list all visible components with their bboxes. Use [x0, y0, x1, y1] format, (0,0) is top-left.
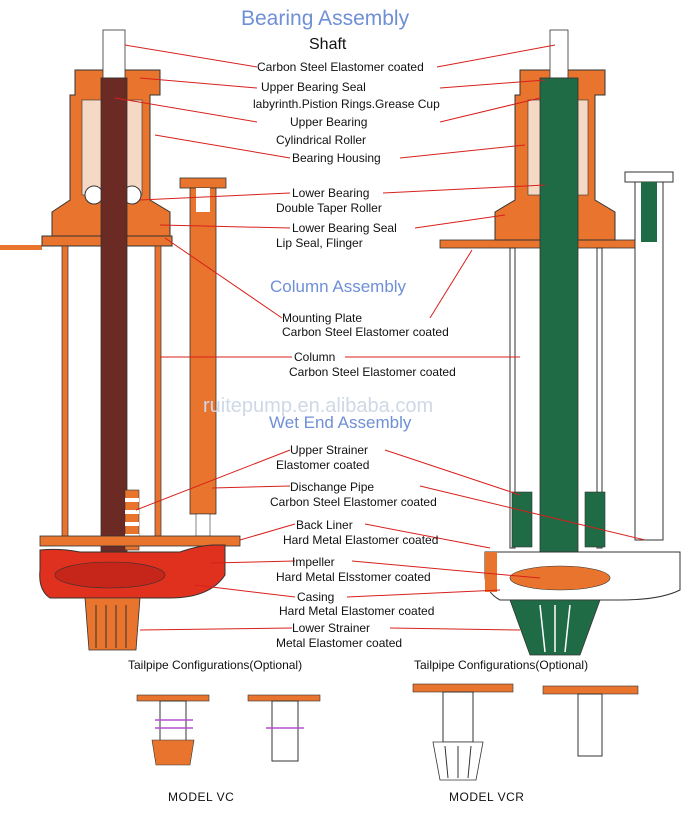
right-pump: [439, 29, 681, 656]
lower-bearing-label: Lower Bearing: [292, 186, 370, 200]
tailpipe-vc-2: [247, 694, 321, 762]
bearing-housing-label: Bearing Housing: [292, 151, 381, 165]
model-vcr-label: MODEL VCR: [449, 790, 525, 804]
bearing-assembly-heading: Bearing Assembly: [241, 7, 410, 30]
left-pump: [0, 29, 241, 651]
mounting-plate-label: Mounting Plate: [282, 311, 363, 325]
watermark: ruitepump.en.alibaba.com: [203, 395, 434, 417]
lower-bearing-detail: Double Taper Roller: [276, 201, 382, 215]
mounting-plate-material: Carbon Steel Elastomer coated: [282, 325, 449, 339]
shaft-material: Carbon Steel Elastomer coated: [257, 60, 424, 74]
back-liner-material: Hard Metal Elastomer coated: [283, 533, 439, 547]
upper-bearing-seal-label: Upper Bearing Seal: [261, 80, 366, 94]
upper-bearing-detail: Cylindrical Roller: [276, 133, 367, 147]
upper-strainer-material: Elastomer coated: [276, 458, 370, 472]
discharge-pipe-material: Carbon Steel Elastomer coated: [270, 495, 437, 509]
column-material: Carbon Steel Elastomer coated: [289, 365, 456, 379]
column-assembly-heading: Column Assembly: [270, 277, 407, 296]
tailpipe-vcr-1: [412, 683, 514, 781]
tailpipe-vc-1: [136, 694, 210, 766]
column-label: Column: [294, 350, 336, 364]
impeller-material: Hard Metal Elsstomer coated: [276, 570, 431, 584]
model-vc-label: MODEL VC: [168, 790, 235, 804]
tailpipe-left-label: Tailpipe Configurations(Optional): [128, 658, 303, 672]
tailpipe-vcr-2: [542, 685, 639, 757]
casing-material: Hard Metal Elastomer coated: [279, 604, 435, 618]
back-liner-label: Back Liner: [296, 518, 353, 532]
discharge-pipe-label: Dischange Pipe: [290, 480, 375, 494]
upper-bearing-label: Upper Bearing: [290, 115, 368, 129]
upper-bearing-seal-detail: labyrinth.Pistion Rings.Grease Cup: [253, 97, 440, 111]
shaft-label: Shaft: [309, 36, 347, 53]
impeller-label: Impeller: [292, 555, 335, 569]
lower-bearing-seal-label: Lower Bearing Seal: [292, 221, 397, 235]
lower-strainer-label: Lower Strainer: [292, 621, 371, 635]
lower-bearing-seal-detail: Lip Seal, Flinger: [276, 236, 363, 250]
casing-label: Casing: [297, 590, 335, 604]
wet-end-assembly-heading: Wet End Assembly: [269, 413, 412, 432]
leader-lines: [114, 44, 646, 631]
lower-strainer-material: Metal Elastomer coated: [276, 636, 403, 650]
tailpipe-right-label: Tailpipe Configurations(Optional): [414, 658, 589, 672]
upper-strainer-label: Upper Strainer: [290, 443, 369, 457]
